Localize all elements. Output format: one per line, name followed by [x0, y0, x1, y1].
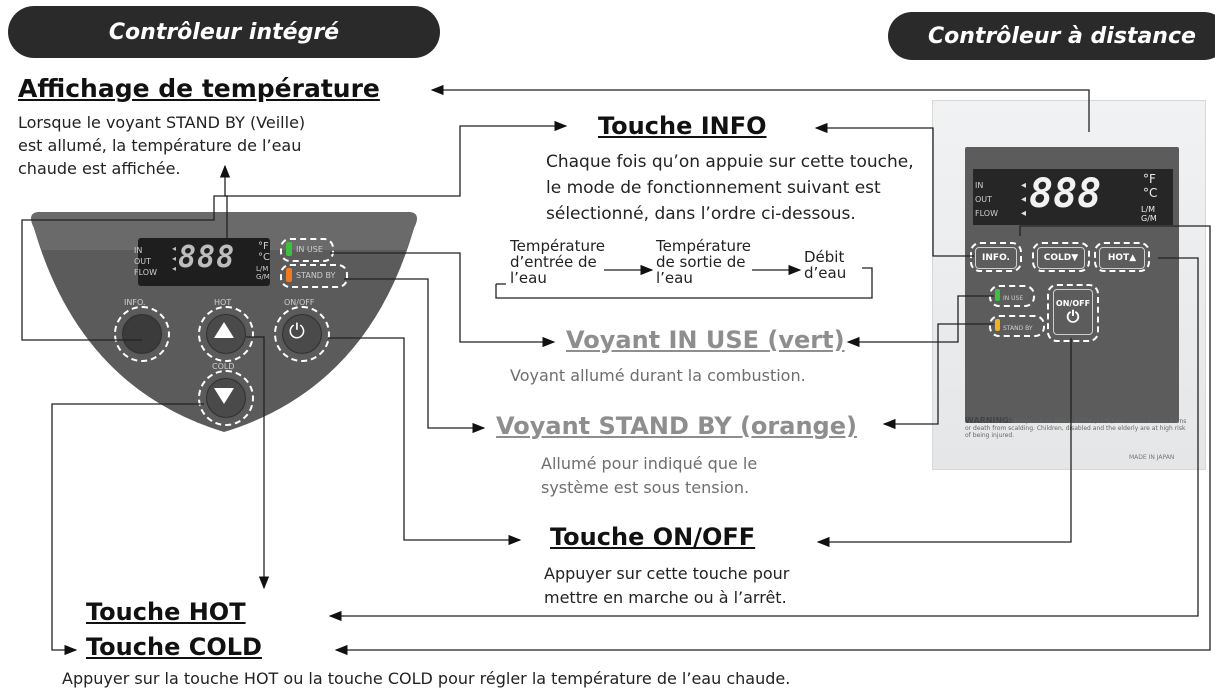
sequence-step-3-line-2: d’eau: [804, 264, 847, 282]
info-key-title: Touche INFO: [598, 112, 767, 140]
integrated-unit-gm: G/M: [256, 273, 270, 281]
integrated-hot-highlight: [198, 306, 254, 362]
in-use-lamp-title: Voyant IN USE (vert): [566, 326, 845, 354]
integrated-in-use-highlight: [280, 238, 334, 262]
sequence-step-2: Température de sortie de l’eau: [656, 238, 751, 286]
integrated-cold-highlight: [198, 370, 254, 426]
sequence-step-2-line-3: l’eau: [656, 269, 693, 287]
info-key-desc-2: le mode de fonctionnement suivant est: [546, 178, 881, 198]
onoff-key-desc-2: mettre en marche ou à l’arrêt.: [544, 588, 787, 607]
sequence-step-1-line-2: d’entrée de: [510, 253, 597, 271]
integrated-onoff-highlight: [274, 306, 330, 362]
integrated-controller-panel: IN OUT FLOW ◂◂◂ 888 °F °C L/M G/M IN USE…: [28, 208, 420, 436]
temp-display-desc-1: Lorsque le voyant STAND BY (Veille): [18, 113, 306, 132]
remote-made-in: MADE IN JAPAN: [1129, 454, 1175, 461]
remote-warning-bold: WARNING:: [965, 416, 1012, 425]
remote-info-highlight: [970, 242, 1022, 272]
onoff-key-title: Touche ON/OFF: [550, 523, 756, 551]
info-key-desc-1: Chaque fois qu’on appuie sur cette touch…: [546, 152, 914, 172]
remote-unit-gm: G/M: [1141, 214, 1157, 223]
temp-display-desc-3: chaude est affichée.: [18, 159, 181, 178]
remote-standby-highlight: [989, 315, 1045, 337]
remote-onoff-highlight: [1047, 284, 1099, 342]
remote-label-out: OUT: [975, 195, 993, 204]
hot-key-title: Touche HOT: [86, 598, 246, 626]
sequence-step-1-line-3: l’eau: [510, 269, 547, 287]
remote-unit-lm: L/M: [1141, 205, 1156, 214]
temp-display-title: Affichage de température: [18, 74, 380, 103]
integrated-unit-c: °C: [258, 252, 270, 263]
integrated-unit-f: °F: [258, 241, 269, 252]
remote-label-in: IN: [975, 181, 984, 190]
sequence-step-3: Débit d’eau: [804, 249, 846, 281]
integrated-info-highlight: [114, 306, 170, 362]
integrated-digits: 888: [178, 240, 236, 275]
integrated-standby-highlight: [280, 264, 348, 288]
integrated-cold-label: COLD: [212, 362, 235, 371]
remote-controller: IN OUT FLOW ◂◂◂ 888 °F °C L/M G/M INFO. …: [932, 100, 1206, 470]
onoff-key-desc-1: Appuyer sur cette touche pour: [544, 564, 790, 583]
footer-note: Appuyer sur la touche HOT ou la touche C…: [62, 669, 791, 688]
sequence-step-1: Température d’entrée de l’eau: [510, 238, 605, 286]
sequence-step-2-line-2: de sortie de: [656, 253, 746, 271]
info-key-desc-3: sélectionné, dans l’ordre ci-dessous.: [546, 204, 856, 224]
integrated-label-in: IN: [134, 246, 143, 255]
remote-warning: WARNING: Temperature above 125°F (52°C) …: [965, 416, 1187, 440]
remote-digits: 888: [1029, 171, 1102, 217]
cold-key-title: Touche COLD: [86, 633, 262, 661]
standby-lamp-desc-2: système est sous tension.: [541, 478, 750, 497]
in-use-lamp-desc: Voyant allumé durant la combustion.: [510, 366, 806, 385]
integrated-label-flow: FLOW: [134, 268, 157, 277]
remote-display: [973, 169, 1173, 225]
remote-cold-highlight: [1032, 242, 1090, 272]
remote-controller-header: Contrôleur à distance: [888, 12, 1215, 60]
integrated-controller-header-text: Contrôleur intégré: [108, 19, 340, 45]
remote-unit-c: °C: [1143, 186, 1158, 200]
sequence-step-1-line-1: Température: [510, 237, 606, 255]
integrated-controller-header: Contrôleur intégré: [8, 6, 440, 58]
standby-lamp-title: Voyant STAND BY (orange): [496, 412, 857, 440]
remote-controller-header-text: Contrôleur à distance: [928, 23, 1196, 49]
sequence-step-3-line-1: Débit: [804, 248, 845, 266]
remote-unit-f: °F: [1143, 172, 1156, 186]
integrated-label-out: OUT: [134, 257, 152, 266]
remote-in-use-highlight: [989, 285, 1035, 307]
standby-lamp-desc-1: Allumé pour indiqué que le: [541, 454, 758, 473]
remote-label-flow: FLOW: [975, 209, 998, 218]
remote-indicator-arrows: ◂◂◂: [1021, 180, 1027, 219]
integrated-indicator-arrows: ◂◂◂: [172, 244, 177, 273]
temp-display-desc-2: est allumé, la température de l’eau: [18, 136, 302, 155]
remote-hot-highlight: [1094, 242, 1150, 272]
sequence-step-2-line-1: Température: [656, 237, 752, 255]
